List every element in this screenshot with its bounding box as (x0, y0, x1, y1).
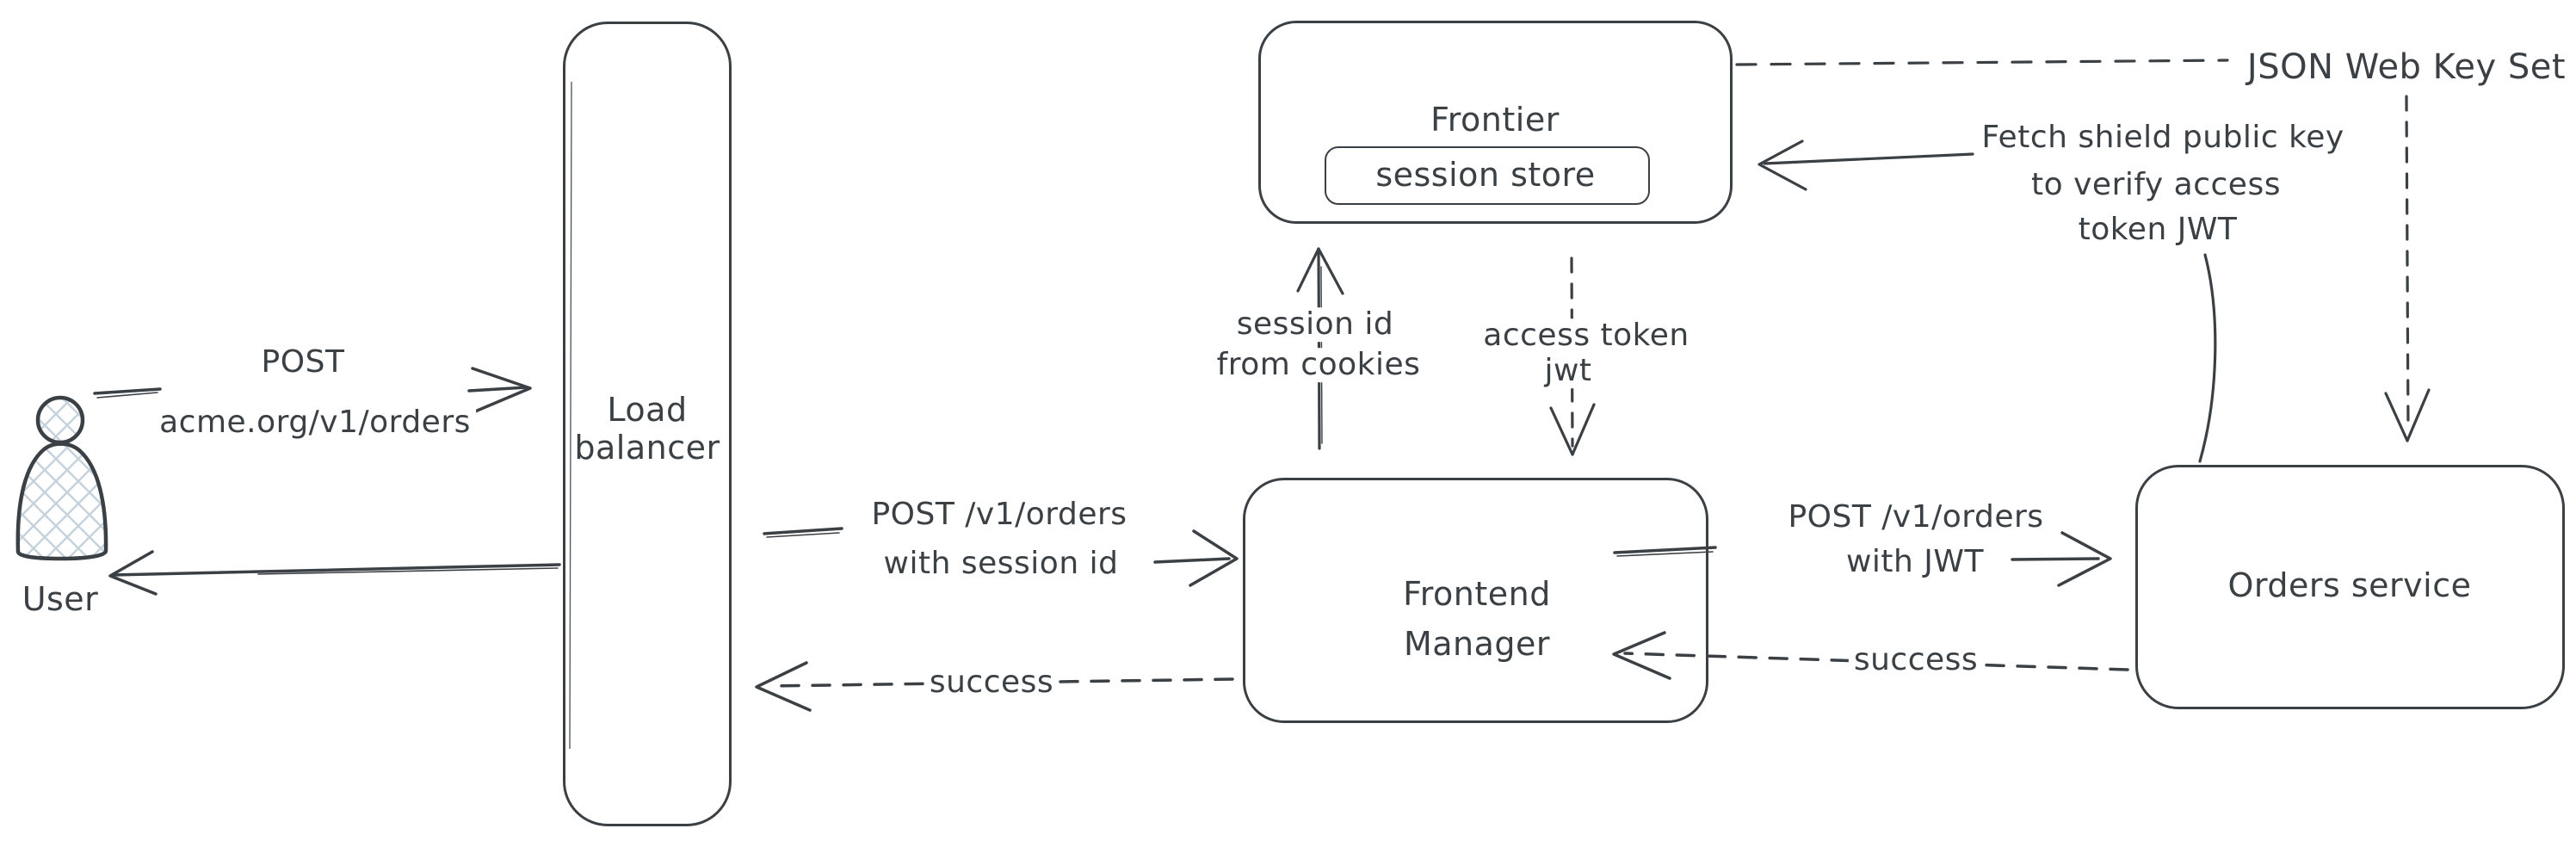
edge-label-post-jwt-line1: POST /v1/orders (1782, 500, 2049, 535)
load-balancer-label-line2: balancer (574, 429, 720, 467)
edge-label-success-west: success (924, 665, 1059, 700)
lb-overdraw-line (569, 81, 572, 750)
arrow-orders-to-frontier (1757, 139, 2217, 463)
edge-label-fetch-line3: token JWT (2078, 212, 2238, 248)
frontier-label: Frontier (1430, 101, 1560, 139)
arrow-user-to-lb (93, 367, 532, 413)
arrow-lb-to-fm (763, 527, 1239, 587)
edge-label-session-id-line2: from cookies (1211, 348, 1426, 382)
session-store-box (1325, 146, 1650, 205)
arrow-fm-to-orders (1613, 531, 2112, 587)
edge-label-post-acme-line2: acme.org/v1/orders (154, 405, 476, 440)
jwks-label: JSON Web Key Set (2246, 47, 2567, 87)
edge-label-fetch-line2: to verify access (2031, 167, 2281, 203)
frontend-manager-label-line2: Manager (1403, 625, 1551, 664)
edge-label-fetch-line1: Fetch shield public key (1981, 120, 2344, 156)
edge-label-access-token-line2: jwt (1539, 354, 1597, 388)
arrow-jwks-to-orders (2384, 95, 2431, 442)
frontend-manager-label-line1: Frontend (1403, 575, 1551, 614)
edge-label-post-acme-line1: POST (256, 345, 350, 380)
edge-label-post-session-line2: with session id (878, 547, 1124, 581)
arrow-lb-to-user (108, 550, 561, 596)
edge-label-success-east: success (1848, 643, 1984, 677)
arrow-frontier-to-fm (1549, 257, 1596, 456)
user-label: User (22, 580, 99, 619)
edge-label-post-jwt-line2: with JWT (1840, 545, 1990, 579)
frontend-manager-box (1243, 478, 1708, 723)
frontier-box (1258, 21, 1733, 224)
edge-label-session-id-line1: session id (1231, 307, 1399, 342)
load-balancer-box (563, 22, 732, 826)
edge-label-post-session-line1: POST /v1/orders (866, 498, 1133, 532)
edge-label-access-token-line1: access token (1478, 318, 1695, 353)
load-balancer-label-line1: Load (607, 391, 688, 430)
orders-service-box (2135, 465, 2565, 709)
session-store-label: session store (1375, 156, 1596, 195)
orders-service-label: Orders service (2227, 566, 2472, 605)
user-icon (15, 395, 108, 561)
dashed-line-frontier-to-jwks (1735, 59, 2229, 66)
